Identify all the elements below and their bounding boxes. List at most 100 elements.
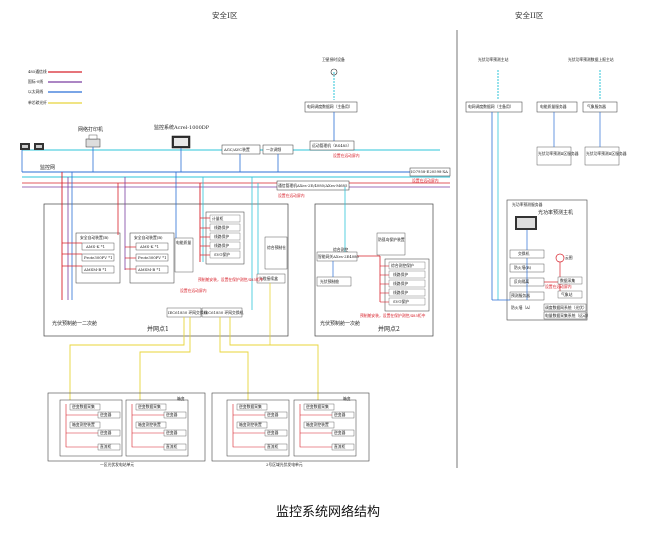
bottom-inverter-ctrl: 箱变测控装置 [306, 422, 329, 427]
right-unit-a [536, 146, 572, 166]
label-svg: SVG保护 [214, 252, 230, 257]
ied-switch-2 [201, 307, 243, 318]
bottom-inverter-data: 逆变数据采集 [306, 404, 329, 409]
bottom-inverter: 逆变器 [100, 430, 112, 435]
note-pv2: 预制舱安装，设置在保护测控/485柜中 [360, 313, 426, 318]
bottom-meter: 直流柜 [166, 444, 178, 449]
label-monitor-net: 监控网 [40, 165, 56, 171]
right-dispatch-net: 电网调度数据网（主备用） [468, 104, 514, 109]
bottom-meter: 直流柜 [100, 444, 112, 449]
bottom-inverter: 逆变器 [334, 412, 346, 417]
legend-item-485: 485通信线 [28, 69, 47, 74]
right-wind-measure: 防火墙（A） [511, 305, 533, 310]
label-pv2-line-1: 综合测控保护 [391, 263, 414, 268]
right-unit-a-label: 光伏功率预测Ⅱ区服务器 [538, 151, 579, 156]
right-quality-server: 电能质量服务器 [540, 104, 567, 109]
pv1-panel [43, 203, 289, 337]
label-pv2-comm: 综合测控 [333, 247, 349, 252]
note-comm: 设置在远动屏内 [278, 193, 305, 198]
label-pv2-line-3: 线路保护 [393, 281, 409, 286]
zone-right-title: 安全II区 [515, 11, 544, 20]
bottom-inverter-ctrl: 箱变测控装置 [72, 422, 95, 427]
bottom-inverter-data: 逆变数据采集 [72, 404, 95, 409]
bottom-inverter: 逆变器 [267, 412, 279, 417]
right-note-a: 设置在远动屏内 [545, 284, 572, 289]
bottom-inverter: 逆变器 [166, 430, 178, 435]
dispatch-net-right [465, 101, 523, 113]
label-amsm-2: AMSM-B *1 [138, 267, 161, 272]
label-station-1: 综合预制仓 [267, 245, 286, 250]
bottom-inverter: 逆变器 [334, 430, 346, 435]
label-ied-1: IEC61850 环网交换机 [168, 310, 208, 315]
bottom-inverter: 逆变器 [166, 412, 178, 417]
pv2-top-box [376, 232, 406, 256]
router-box [309, 140, 355, 151]
station-box-1 [264, 236, 288, 270]
right-dispatch-a: 调度数据网系统（光伏） [545, 305, 587, 310]
label-comm-manager: 通信管理机AXes-2E/4080/AXes-M685 [278, 183, 348, 188]
cloud-icon [555, 253, 565, 263]
label-power-quality: 电能质量 [176, 240, 192, 245]
label-pv2-line-2: 线路保护 [393, 272, 409, 277]
right-dispatch-b: 电量数据采集系统（远动） [545, 313, 591, 318]
power-quality-box [174, 237, 194, 273]
bottom-group-left-label: 一区光伏发电站单元 [100, 462, 135, 467]
bottom-meter: 直流柜 [267, 444, 279, 449]
printer-paper [88, 134, 98, 140]
forecast-cabinet [506, 199, 588, 321]
bottom-inverter-ctrl: 箱变测控装置 [138, 422, 161, 427]
label-dispatch-left: 电网调度数据网（主备用） [307, 104, 353, 109]
label-top-switch: IO7958-E20598-XA [411, 169, 448, 174]
label-pv2-line-4: 线路保护 [393, 290, 409, 295]
label-ams-2: AMS-K *1 [140, 244, 160, 249]
bottom-inverter: 逆变器 [100, 412, 112, 417]
label-one-device: 一次调频 [266, 147, 282, 152]
note-red-2: 预制舱安装，设置在保护测控/485柜中 [198, 277, 264, 282]
bottom-group-right-label: 2号区域光伏发电单元 [266, 462, 303, 467]
label-pv2-gateway: 智能网关AXes-2E4080 [318, 254, 359, 259]
right-fw-isolate: 反向隔离 [514, 279, 530, 284]
right-server-box: 光功率预测服务器 [512, 202, 543, 207]
label-monitor-system: 监控系统Acrel-1000DP [154, 125, 210, 131]
label-amsm-1: AMSM-B *1 [84, 267, 107, 272]
pv2-panel [314, 203, 434, 337]
bottom-inverter: 逆变器 [267, 430, 279, 435]
note-set-dispatch-2: 设置在远动屏内 [412, 178, 439, 183]
pv2-gateway-box [316, 251, 358, 262]
fiber-box-1 [256, 273, 286, 284]
label-prote-1: Prote300PV *1 [84, 255, 113, 260]
label-router: 远动管理机（RS485） [312, 143, 352, 148]
legend-item-ethernet: 以太网线 [28, 89, 44, 94]
legend-item-fiber: 单芯碳光纤 [28, 100, 47, 105]
label-pv2-svg: SVG保护 [393, 299, 409, 304]
bottom-group-right [211, 392, 370, 462]
label-protect-a: 安全自动装置(B) [80, 235, 109, 240]
dispatch-net-box-left [304, 101, 358, 113]
right-unit-b [584, 146, 620, 166]
right-pv-forecast: 光功率预测主机 [538, 210, 574, 216]
label-agc: AGC/AVC装置 [224, 147, 250, 152]
right-antenna-2: 光伏功率预测数据上报主站 [568, 57, 614, 62]
right-forecast-server: 预测服务器 [511, 293, 530, 298]
bottom-meter: 直流柜 [334, 444, 346, 449]
label-network-printer: 网络打印机 [78, 127, 104, 133]
label-ams-1: AMS-K *1 [86, 244, 106, 249]
quality-server-box [536, 101, 578, 113]
right-weather-server: 气象服务器 [587, 104, 606, 109]
right-switch: 交换机 [518, 251, 530, 256]
agc-box [221, 144, 261, 155]
label-line-3: 线路保护 [214, 243, 230, 248]
label-antenna-left: 卫星授时设备 [322, 57, 345, 62]
pv2-point: 并网点2 [378, 326, 400, 333]
pv2-title: 光伏预制舱一次舱 [320, 321, 361, 327]
comm-manager-box [276, 180, 350, 191]
pv2-station-box [316, 276, 352, 287]
label-ied-2: IEC61850 环网交换机 [204, 310, 244, 315]
right-antenna-1: 光伏功率预测主站 [478, 57, 509, 62]
label-line-1: 线路保护 [214, 225, 230, 230]
bottom-inverter-data: 逆变数据采集 [239, 404, 262, 409]
printer-icon [85, 138, 101, 148]
right-fw: 防火墙(B) [514, 265, 532, 270]
label-fiber-box-1: 光缆接续盒 [259, 276, 278, 281]
